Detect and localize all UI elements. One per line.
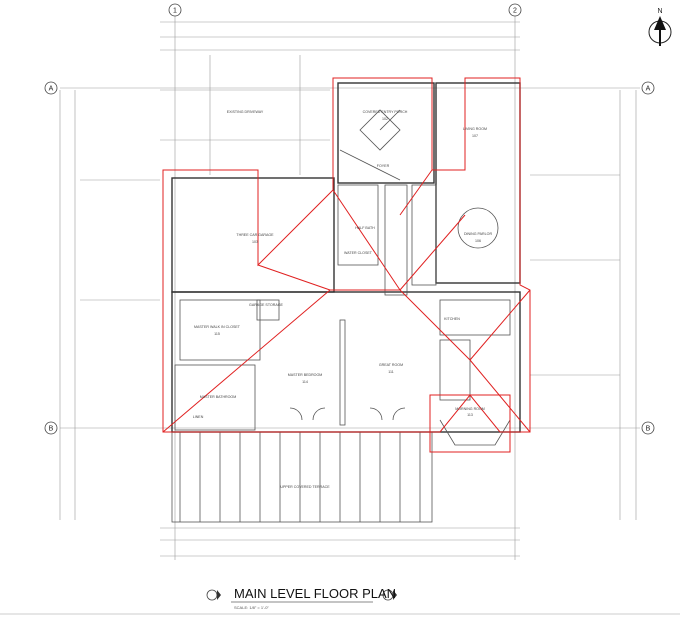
room-label: DINING PARLOR [464, 232, 492, 236]
svg-text:B: B [646, 426, 651, 433]
room-label: MASTER BEDROOM [288, 373, 323, 377]
room-label: GREAT ROOM [379, 363, 403, 367]
svg-text:A: A [646, 86, 651, 93]
svg-text:1: 1 [173, 8, 177, 15]
room-number: 106 [475, 239, 481, 243]
room-number: 115 [214, 332, 220, 336]
room-label: LINEN [193, 415, 204, 419]
walls [171, 82, 521, 446]
svg-text:N: N [657, 8, 662, 15]
room-number: 103 [252, 240, 258, 244]
grid-bubble-b-right: B [641, 421, 655, 435]
grid-bubble-a-left: A [44, 81, 58, 95]
sheet-scale: SCALE: 1/8" = 1'-0" [234, 605, 269, 610]
room-label: WATER CLOSET [344, 251, 373, 255]
svg-text:B: B [49, 426, 54, 433]
room-label: COVERED ENTRY PORCH [363, 110, 408, 114]
upper-covered-terrace [171, 431, 433, 523]
room-number: 113 [467, 413, 473, 417]
room-label: HALF BATH [355, 226, 375, 230]
room-labels: EXISTING DRIVEWAY COVERED ENTRY PORCH 10… [193, 110, 493, 489]
room-label: UPPER COVERED TERRACE [280, 485, 330, 489]
room-label: MASTER BATHROOM [200, 395, 236, 399]
room-label: MASTER WALK IN CLOSET [194, 325, 241, 329]
dimension-lines [59, 15, 640, 560]
north-arrow-icon: N [648, 8, 672, 46]
section-marker-icon [206, 589, 397, 601]
room-number: 114 [302, 380, 308, 384]
room-number: 111 [388, 370, 393, 374]
grid-bubble-b-left: B [44, 421, 58, 435]
grid-bubble-2: 2 [508, 3, 522, 17]
svg-text:A: A [49, 86, 54, 93]
grid-bubble-a-right: A [641, 81, 655, 95]
room-label: FOYER [377, 164, 390, 168]
sheet-title: MAIN LEVEL FLOOR PLAN [234, 586, 396, 601]
room-label: EXISTING DRIVEWAY [227, 110, 264, 114]
room-label: 107 [472, 134, 478, 138]
svg-text:2: 2 [513, 8, 517, 15]
room-label: MORNING ROOM [455, 407, 485, 411]
room-label: LIVING ROOM [463, 127, 487, 131]
grid-bubble-1: 1 [168, 3, 182, 17]
roof-outline [162, 77, 531, 453]
room-label: THREE CAR GARAGE [236, 233, 274, 237]
room-number: 102 [382, 117, 388, 121]
room-label: GARAGE STORAGE [249, 303, 283, 307]
room-label: KITCHEN [444, 317, 460, 321]
